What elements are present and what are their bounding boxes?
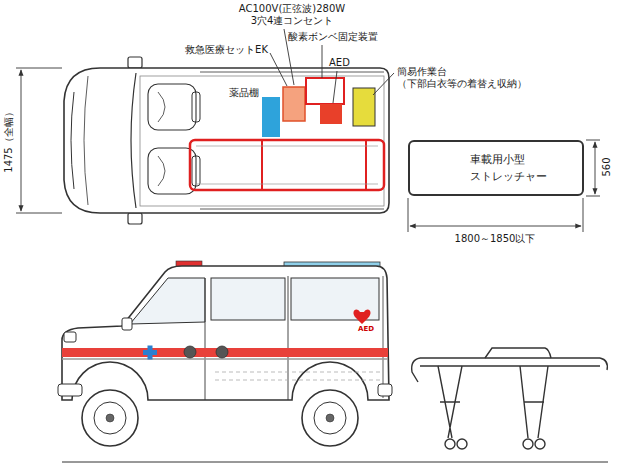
van-side-view	[216, 346, 228, 358]
van-side-view	[64, 332, 76, 342]
leader-line	[373, 73, 394, 95]
dimension-line	[586, 140, 600, 141]
callout-label: 簡易作業台 （下部白衣等の着替え収納）	[397, 66, 527, 90]
wheel	[326, 414, 334, 422]
dimension-line	[16, 68, 62, 69]
van-top-view	[131, 73, 136, 208]
leader-line	[270, 53, 287, 86]
dimension-line	[410, 226, 581, 227]
van-side-view	[383, 276, 384, 398]
van-side-view	[205, 278, 206, 400]
van-side-view	[148, 346, 153, 360]
wheel	[314, 402, 346, 434]
stretcher-top-in-van	[190, 140, 384, 190]
van-top-view	[128, 213, 142, 224]
stretcher-side-view	[523, 439, 533, 449]
leader-line	[322, 45, 323, 78]
van-top-view	[158, 156, 165, 186]
stretcher-box: 車載用小型 ストレッチャー	[408, 140, 584, 196]
dimension-line	[16, 213, 62, 214]
callout-label: AC100V(正弦波)280W 3穴4連コンセント	[239, 3, 345, 27]
stretcher-side-view	[600, 358, 607, 370]
dimension-line	[408, 140, 600, 232]
equipment-boxes	[320, 104, 342, 124]
van-top-view	[140, 76, 384, 206]
van-top-view	[71, 92, 74, 189]
stretcher-top-in-van	[365, 141, 367, 189]
stretcher-top-in-van	[196, 146, 378, 147]
dimension-line	[21, 70, 22, 211]
callout-label: AED	[329, 57, 350, 69]
dimension-line	[408, 198, 409, 232]
wheel	[302, 390, 358, 446]
van-side-view	[130, 278, 205, 324]
stretcher-side-view	[412, 348, 608, 449]
van-top-view	[128, 57, 142, 68]
van-top-view	[64, 57, 389, 224]
callout-label: 1800～1850以下	[455, 233, 536, 245]
stretcher-top-in-van	[261, 141, 263, 189]
van-top-view	[148, 84, 196, 130]
van-side-view	[288, 276, 289, 400]
van-side-view	[58, 384, 82, 396]
stretcher-side-view	[440, 401, 544, 402]
callout-label: 救急医療セットEK	[185, 44, 268, 56]
equipment-boxes	[262, 97, 280, 137]
dimension-line	[16, 68, 62, 213]
wheel	[82, 390, 138, 446]
stretcher-top-in-van	[196, 184, 378, 185]
callout-label: AED	[358, 325, 374, 334]
van-side-view	[211, 278, 285, 320]
van-top-view	[192, 92, 200, 122]
van-side-view	[184, 346, 196, 358]
van-top-view	[84, 76, 88, 205]
van-side-view	[58, 261, 392, 400]
equipment-boxes	[306, 78, 344, 104]
stretcher-side-view	[445, 439, 455, 449]
van-top-view	[64, 68, 389, 213]
stretcher-side-view	[535, 439, 545, 449]
van-side-view	[215, 372, 380, 380]
dimension-line	[595, 142, 596, 194]
stretcher-side-view	[420, 358, 600, 366]
van-top-view	[200, 209, 384, 210]
stretcher-top-in-van	[190, 140, 384, 190]
van-side-view	[62, 358, 388, 360]
callout-label: 薬品棚	[229, 87, 259, 99]
dimension-line	[583, 198, 584, 232]
van-top-view	[192, 156, 200, 186]
callout-label: 560	[601, 157, 613, 176]
wheel	[94, 402, 126, 434]
stretcher-side-view	[485, 348, 551, 358]
van-side-view	[62, 266, 389, 400]
stretcher-side-view	[412, 358, 420, 382]
callout-label: 1475（全幅）	[3, 107, 15, 172]
wheel	[82, 390, 358, 446]
van-top-view	[158, 92, 165, 122]
van-side-view	[353, 310, 370, 324]
leader-line	[333, 71, 337, 103]
van-side-view	[122, 318, 132, 330]
callout-label: 酸素ボンベ固定装置	[288, 31, 378, 43]
wheel	[106, 414, 114, 422]
dimension-line	[586, 196, 600, 197]
leader-line	[270, 29, 394, 103]
equipment-boxes	[262, 78, 375, 137]
equipment-boxes	[353, 88, 375, 126]
ground-line	[62, 462, 608, 463]
van-side-view	[378, 384, 392, 396]
stretcher-side-view	[457, 439, 467, 449]
equipment-boxes	[283, 87, 305, 121]
node-text: 車載用小型 ストレッチャー	[470, 151, 547, 185]
